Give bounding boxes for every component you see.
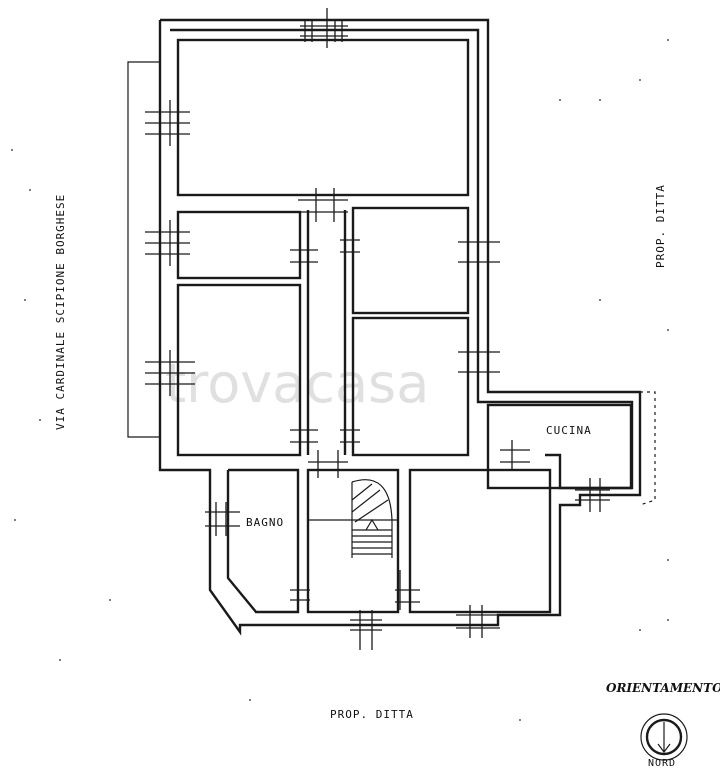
room-bottom-right bbox=[408, 468, 552, 614]
prop-bottom-label: PROP. DITTA bbox=[330, 708, 414, 721]
street-label: VIA CARDINALE SCIPIONE BORGHESE bbox=[54, 194, 67, 430]
compass-icon bbox=[640, 713, 688, 761]
kitchen-label: CUCINA bbox=[546, 424, 592, 437]
room-right-upper bbox=[351, 206, 470, 315]
room-left-upper bbox=[176, 210, 302, 280]
room-top-large bbox=[176, 38, 470, 197]
room-right-middle bbox=[351, 316, 470, 457]
window-markers bbox=[145, 8, 610, 650]
orientation-label: ORIENTAMENTO bbox=[606, 681, 720, 695]
outer-walls bbox=[158, 18, 642, 636]
room-bathroom bbox=[226, 468, 300, 614]
corridor bbox=[306, 210, 347, 455]
property-boundary bbox=[639, 391, 656, 506]
room-kitchen bbox=[486, 403, 633, 490]
watermark: trovacasa bbox=[165, 352, 429, 415]
bathroom-label: BAGNO bbox=[246, 516, 284, 529]
room-left-large bbox=[176, 283, 302, 457]
north-label: NORD bbox=[648, 758, 676, 768]
scan-noise bbox=[11, 39, 669, 721]
street-strip bbox=[127, 61, 160, 438]
stairs bbox=[306, 468, 400, 614]
prop-right-label: PROP. DITTA bbox=[654, 184, 667, 268]
